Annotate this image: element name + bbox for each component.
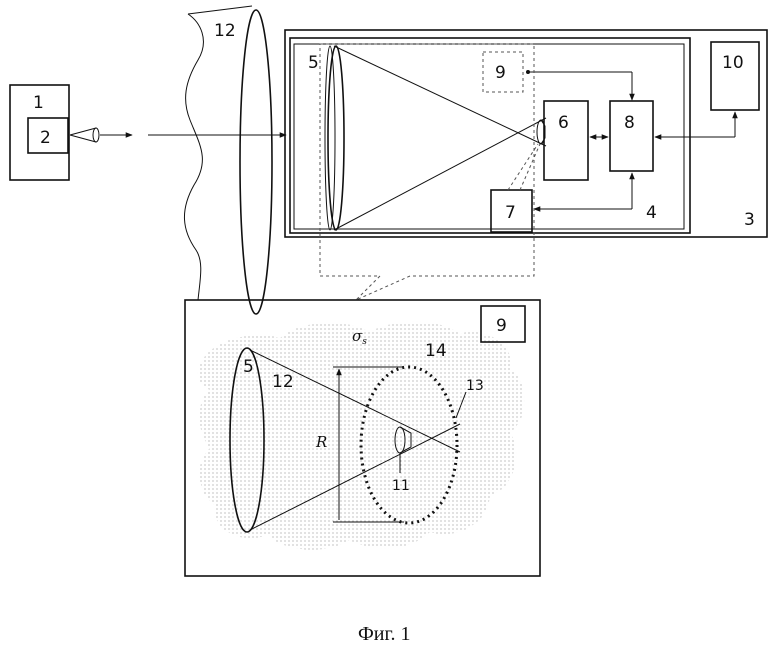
- lens-5: [328, 46, 344, 230]
- label-3: 3: [744, 210, 755, 230]
- emitter-aperture: [93, 128, 99, 142]
- label-8: 8: [624, 113, 635, 133]
- label-13: 13: [466, 378, 484, 394]
- label-2: 2: [40, 128, 51, 148]
- label-12-inset: 12: [272, 372, 294, 392]
- emitter-cone-icon: [70, 128, 96, 142]
- medium-12: 12: [184, 6, 272, 314]
- medium-top-edge: [188, 6, 252, 14]
- link-9-dot: [526, 70, 530, 74]
- label-r: R: [315, 433, 327, 451]
- inset-label-9: 9: [496, 316, 507, 336]
- label-14: 14: [425, 341, 447, 361]
- unit-3: 3 4 5 6 8 10 7 9: [285, 30, 767, 237]
- label-5-top: 5: [308, 53, 319, 73]
- label-6: 6: [558, 113, 569, 133]
- source-block: 1 2: [10, 85, 286, 180]
- medium-boundary-wave: [184, 14, 203, 300]
- projection-7-b: [520, 144, 540, 190]
- label-10: 10: [722, 53, 744, 73]
- block-3: [285, 30, 767, 237]
- label-5-inset: 5: [243, 357, 254, 377]
- label-1: 1: [33, 93, 44, 113]
- figure-caption: Фиг. 1: [358, 623, 410, 645]
- scattering-cloud: [198, 322, 525, 550]
- block-4: [290, 38, 690, 233]
- beam-line-top: [334, 46, 546, 146]
- label-7: 7: [505, 203, 516, 223]
- label-12-top: 12: [214, 21, 236, 41]
- label-9-top: 9: [495, 63, 506, 83]
- label-11: 11: [392, 478, 410, 494]
- inset-9: 9 5 12 13 σs 14 R 11: [185, 300, 540, 576]
- large-lens: [240, 10, 272, 314]
- block-8: [610, 101, 653, 171]
- label-4: 4: [646, 203, 657, 223]
